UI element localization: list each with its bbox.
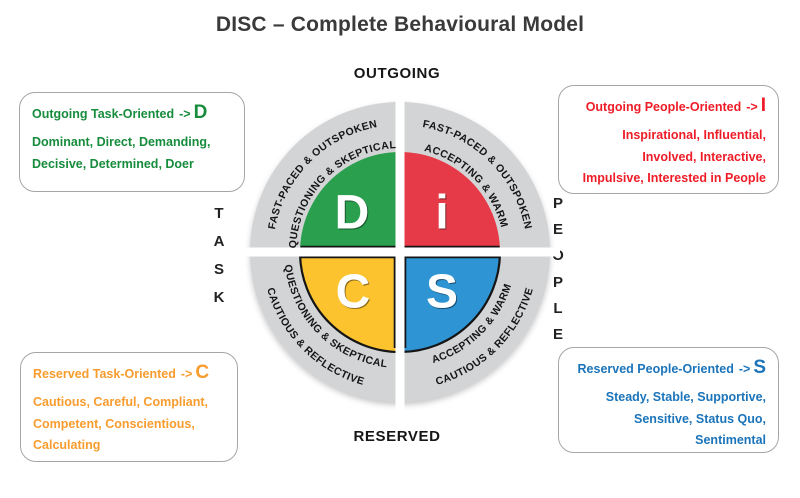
arrow-glyph: -> <box>746 100 758 114</box>
info-box-i: Outgoing People-Oriented ->I Inspirationa… <box>558 85 779 194</box>
quadrant-i-wedge <box>400 152 500 252</box>
page-title: DISC – Complete Behavioural Model <box>215 13 585 36</box>
heading-text: Outgoing People-Oriented <box>585 100 742 114</box>
trait-line: Sentimental <box>695 433 766 447</box>
people-letter: P <box>552 195 563 212</box>
trait-line: Decisive, Determined, Doer <box>32 156 194 171</box>
trait-line: Dominant, Direct, Demanding, <box>32 135 211 149</box>
task-letter: K <box>213 289 225 306</box>
trait-line: Competent, Conscientious, <box>33 416 195 431</box>
quadrant-d-wedge <box>300 152 400 252</box>
quadrant-letter-i: i <box>435 187 448 240</box>
info-box-d-heading: Outgoing Task-Oriented ->D <box>32 103 232 124</box>
people-letter: E <box>552 326 563 344</box>
info-box-c-traits: Cautious, Careful, Compliant, Competent,… <box>33 392 225 457</box>
trait-line: Inspirational, Influential, <box>622 128 766 142</box>
disc-wheel: FAST-PACED & OUTSPOKEN QUESTIONING & SKE… <box>240 92 560 412</box>
quadrant-c-wedge <box>300 252 400 352</box>
trait-line: Cautious, Careful, Compliant, <box>33 395 209 409</box>
axis-label-task: T A S K <box>204 200 234 312</box>
trait-line: Impulsive, Interested in People <box>582 171 766 185</box>
axis-label-outgoing: OUTGOING <box>353 65 441 82</box>
axis-label-reserved: RESERVED <box>353 428 441 445</box>
task-letter: S <box>213 261 224 278</box>
quadrant-letter-c: C <box>336 266 371 319</box>
people-letter: E <box>552 221 563 239</box>
c-wedge-arc-outline <box>298 251 401 354</box>
quadrant-s-wedge <box>400 252 500 352</box>
info-box-s-heading: Reserved People-Oriented ->S <box>571 358 766 379</box>
trait-line: Steady, Stable, Supportive, <box>605 390 766 404</box>
trait-line: Calculating <box>33 438 101 452</box>
info-box-i-heading: Outgoing People-Oriented ->I <box>571 96 766 117</box>
people-letter: L <box>553 299 563 317</box>
arrow-glyph: -> <box>738 362 751 376</box>
trait-line: Sensitive, Status Quo, <box>634 411 766 426</box>
heading-letter: C <box>195 362 210 383</box>
info-box-i-traits: Inspirational, Influential, Involved, In… <box>571 125 766 190</box>
arrow-glyph: -> <box>180 367 193 381</box>
s-wedge-arc-outline <box>399 251 502 354</box>
quadrant-letter-d: D <box>335 187 370 240</box>
heading-text: Outgoing Task-Oriented <box>32 107 175 121</box>
info-box-s-traits: Steady, Stable, Supportive, Sensitive, S… <box>571 387 766 452</box>
arrow-glyph: -> <box>179 107 191 121</box>
info-box-c: Reserved Task-Oriented ->C Cautious, Care… <box>20 352 238 462</box>
task-letter: A <box>213 233 225 250</box>
heading-letter: I <box>760 95 766 116</box>
task-letter: T <box>214 205 224 222</box>
info-box-s: Reserved People-Oriented ->S Steady, Stab… <box>558 347 779 453</box>
heading-letter: D <box>193 102 208 123</box>
heading-letter: S <box>753 357 766 378</box>
info-box-d-traits: Dominant, Direct, Demanding, Decisive, D… <box>32 132 232 175</box>
people-letter: P <box>552 273 563 291</box>
quadrant-letter-s: S <box>426 266 458 319</box>
trait-line: Involved, Interactive, <box>642 149 766 164</box>
info-box-c-heading: Reserved Task-Oriented ->C <box>33 363 225 384</box>
heading-text: Reserved Task-Oriented <box>33 367 176 381</box>
info-box-d: Outgoing Task-Oriented ->D Dominant, Dire… <box>19 92 245 192</box>
heading-text: Reserved People-Oriented <box>577 362 734 376</box>
vertical-divider <box>395 92 405 412</box>
